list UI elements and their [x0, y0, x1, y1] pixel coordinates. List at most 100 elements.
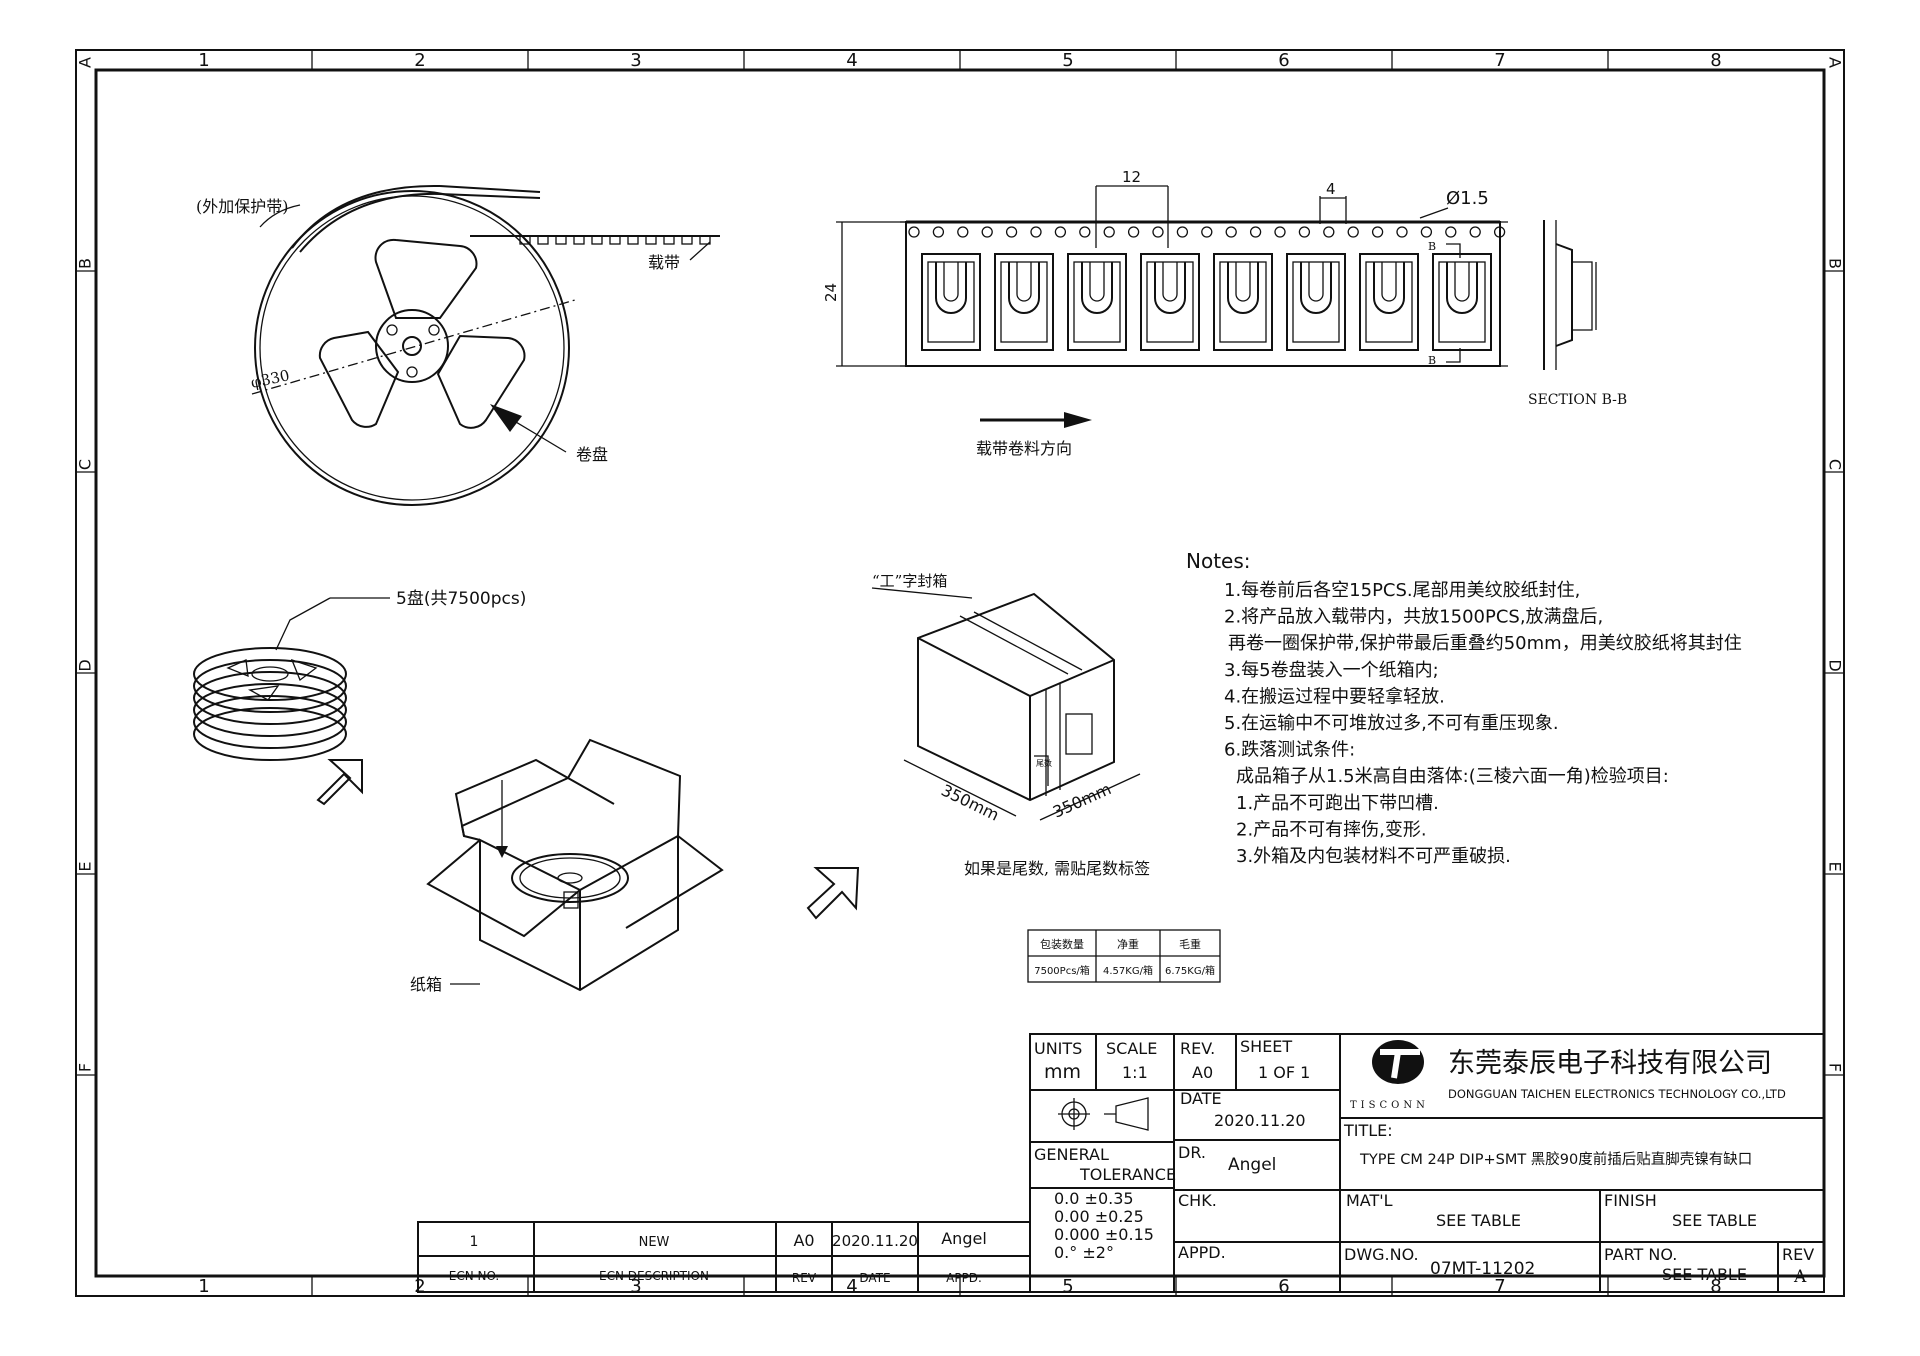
sprocket-hole	[1371, 226, 1384, 238]
matl-label: MAT'L	[1346, 1191, 1393, 1210]
rev-header-desc: ECN DESCRIPTION	[599, 1269, 709, 1283]
pack-header-gross: 毛重	[1179, 937, 1201, 951]
zone-row-right: E	[1826, 861, 1845, 871]
box-label: 纸箱	[410, 975, 442, 994]
carrier-tape-label: 载带	[648, 253, 680, 272]
company-name-cn: 东莞泰辰电子科技有限公司	[1448, 1048, 1772, 1079]
sprocket-hole	[1347, 226, 1359, 238]
stacked-reel	[193, 659, 347, 713]
tolerance-label: TOLERANCE	[1079, 1165, 1176, 1184]
tape-cavity	[1067, 253, 1127, 351]
diameter-line	[251, 299, 576, 395]
rev2-value: A	[1793, 1267, 1807, 1287]
sprocket-hole	[932, 226, 945, 238]
part-value: SEE TABLE	[1662, 1265, 1747, 1284]
zone-row-left: B	[76, 258, 95, 269]
tolerance-line: 0.0 ±0.35	[1054, 1189, 1134, 1208]
zone-col-bottom: 6	[1278, 1276, 1289, 1297]
stacked-reel	[193, 671, 347, 725]
zone-row-right: C	[1826, 459, 1845, 470]
reel-drawing: (外加保护带) 载带 φ330 卷盘	[196, 184, 720, 506]
pack-header-net: 净重	[1117, 937, 1139, 951]
pack-value-gross: 6.75KG/箱	[1165, 964, 1215, 977]
pack-table: 包装数量 净重 毛重 7500Pcs/箱 4.57KG/箱 6.75KG/箱	[1027, 929, 1221, 983]
tape-pocket	[663, 235, 675, 245]
sprocket-hole	[1493, 226, 1506, 238]
zone-row-right: F	[1826, 1063, 1845, 1072]
reel-window	[374, 238, 478, 319]
rev-value: A0	[1192, 1063, 1213, 1082]
note-line: 再卷一圈保护带,保护带最后重叠约50mm，用美纹胶纸将其封住	[1228, 633, 1742, 654]
sprocket-hole	[1152, 226, 1164, 238]
title-value: TYPE CM 24P DIP+SMT 黑胶90度前插后贴直脚壳镍有缺口	[1359, 1151, 1752, 1168]
zone-col-bottom: 8	[1710, 1276, 1721, 1297]
open-box-drawing: 纸箱	[410, 738, 860, 994]
section-view: SECTION B-B	[1528, 220, 1627, 408]
dr-value: Angel	[1228, 1155, 1276, 1175]
reel-diameter-label: φ330	[249, 366, 291, 392]
title-block: UNITS mm SCALE 1:1 REV. A0 SHEET 1 OF 1 …	[1029, 1033, 1825, 1293]
logo-text: TISCONN	[1350, 1100, 1429, 1111]
scale-label: SCALE	[1106, 1039, 1157, 1058]
sprocket-hole	[1201, 226, 1213, 238]
zone-col-top: 3	[630, 50, 641, 71]
units-label: UNITS	[1034, 1039, 1082, 1058]
zone-col-top: 6	[1278, 50, 1289, 71]
tape-pocket	[573, 235, 585, 245]
dwg-value: 07MT-11202	[1430, 1259, 1535, 1279]
note-line: 3.每5卷盘装入一个纸箱内;	[1224, 660, 1439, 681]
reel-label: 卷盘	[576, 445, 608, 464]
sprocket-hole	[1225, 226, 1237, 238]
section-label: SECTION B-B	[1528, 392, 1627, 408]
tail-tag: 尾数	[1036, 758, 1052, 768]
zone-col-bottom: 5	[1062, 1276, 1073, 1297]
tape-pocket	[591, 235, 603, 245]
tape-pocket	[645, 235, 657, 245]
part-label: PART NO.	[1604, 1245, 1677, 1264]
zone-col-top: 8	[1710, 50, 1721, 71]
note-line: 2.将产品放入载带内，共放1500PCS,放满盘后,	[1224, 607, 1603, 628]
sprocket-hole	[1030, 226, 1042, 238]
zone-col-bottom: 7	[1494, 1276, 1505, 1297]
rev-header-appd: APPD.	[946, 1271, 982, 1285]
zone-row-right: A	[1826, 57, 1845, 68]
note-line: 3.外箱及内包装材料不可严重破损.	[1236, 846, 1511, 867]
rev-header-rev: REV	[792, 1271, 817, 1285]
carrier-tape-drawing: 12 4 Ø1.5 24 B B SECTION B-B 载带卷料方向	[822, 168, 1627, 458]
tail-note: 如果是尾数, 需贴尾数标签	[964, 859, 1150, 878]
date-label: DATE	[1180, 1089, 1222, 1108]
tape-cavity	[1213, 253, 1273, 351]
tape-pocket	[555, 235, 567, 245]
tolerance-line: 0.000 ±0.15	[1054, 1225, 1154, 1244]
rev-ecn-desc: NEW	[639, 1235, 670, 1250]
rev-header-ecn-no: ECN NO.	[449, 1269, 500, 1283]
tape-cavity	[1359, 253, 1419, 351]
tolerance-line: 0.00 ±0.25	[1054, 1207, 1144, 1226]
sealed-box-drawing: 尾数 “工”字封箱 350mm 350mm 如果是尾数, 需贴尾数标签	[871, 572, 1150, 878]
zone-col-top: 7	[1494, 50, 1505, 71]
date-value: 2020.11.20	[1214, 1111, 1306, 1130]
note-line: 6.跌落测试条件:	[1224, 740, 1355, 761]
zone-row-right: B	[1826, 258, 1845, 269]
note-line: 4.在搬运过程中要轻拿轻放.	[1224, 685, 1445, 707]
reel-outer-rim	[254, 190, 570, 506]
zone-col-top: 5	[1062, 50, 1073, 71]
tolerance-line: 0.° ±2°	[1054, 1243, 1114, 1262]
zone-row-left: E	[76, 861, 95, 871]
sprocket-hole	[1005, 226, 1018, 238]
revision-table: 1 NEW A0 2020.11.20 Angel ECN NO. ECN DE…	[417, 1221, 1031, 1293]
sprocket-hole	[1323, 226, 1335, 238]
rev-rev: A0	[793, 1231, 814, 1250]
sheet-label: SHEET	[1240, 1037, 1292, 1056]
pack-header-qty: 包装数量	[1040, 938, 1084, 951]
zone-col-top: 1	[198, 50, 209, 71]
zone-row-left: A	[76, 57, 95, 68]
matl-value: SEE TABLE	[1436, 1211, 1521, 1230]
rev-appd: Angel	[941, 1229, 987, 1248]
insert-arrow-icon	[496, 846, 508, 858]
protect-tape-curve	[299, 192, 441, 253]
general-label: GENERAL	[1034, 1145, 1109, 1164]
zone-row-left: C	[76, 459, 95, 470]
